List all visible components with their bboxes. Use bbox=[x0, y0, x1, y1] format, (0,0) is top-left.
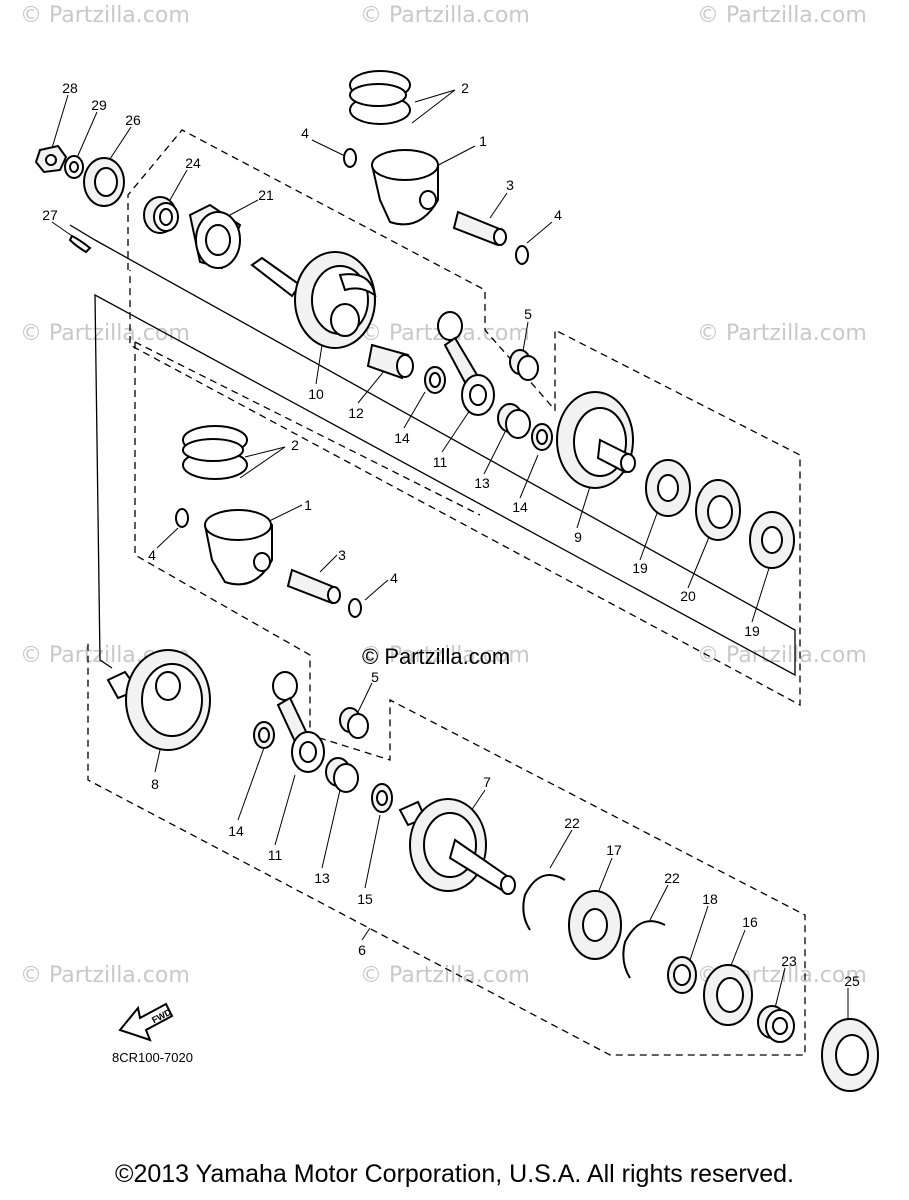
watermark: © Partzilla.com bbox=[697, 643, 867, 668]
callout-label: 9 bbox=[574, 529, 582, 545]
callout-label: 11 bbox=[268, 847, 283, 863]
conrod-11b-icon bbox=[272, 671, 325, 773]
callout-label: 26 bbox=[125, 112, 141, 128]
bearing-16-icon bbox=[703, 964, 753, 1026]
callout-label: 4 bbox=[148, 547, 156, 563]
callout-label: 12 bbox=[348, 405, 364, 421]
callout-label: 13 bbox=[474, 475, 490, 491]
callout-label: 2 bbox=[461, 80, 469, 96]
callout-label: 10 bbox=[308, 386, 324, 402]
clip-4-icon bbox=[343, 148, 529, 265]
bearing-19-icon bbox=[645, 459, 691, 517]
small-bearing-5b-icon bbox=[339, 707, 369, 739]
callout-label: 3 bbox=[338, 547, 346, 563]
piston-rings-2b-icon bbox=[182, 425, 248, 480]
washer-15-icon bbox=[371, 783, 393, 813]
callout-label: 4 bbox=[554, 207, 562, 223]
callout-label: 25 bbox=[844, 973, 860, 989]
callout-label: 5 bbox=[371, 669, 379, 685]
bearing-21-icon bbox=[188, 203, 242, 270]
callout-label: 1 bbox=[479, 133, 487, 149]
oil-seal-25-icon bbox=[821, 1018, 879, 1092]
callout-label: 4 bbox=[390, 570, 398, 586]
watermark: © Partzilla.com bbox=[697, 3, 867, 28]
callout-label: 15 bbox=[357, 891, 373, 907]
watermark: © Partzilla.com bbox=[360, 3, 530, 28]
washer-14-icon bbox=[424, 366, 446, 394]
callout-label: 27 bbox=[42, 207, 58, 223]
piston-1b-icon bbox=[203, 509, 273, 586]
copyright-notice: ©2013 Yamaha Motor Corporation, U.S.A. A… bbox=[115, 1160, 794, 1188]
washer-14c-icon bbox=[253, 721, 275, 749]
washer-29-icon bbox=[64, 155, 84, 179]
crank-7-icon bbox=[398, 798, 516, 895]
bearing-13-icon bbox=[497, 403, 531, 439]
washer-14b-icon bbox=[531, 423, 553, 451]
callout-label: 14 bbox=[394, 430, 410, 446]
clip-4b-icon bbox=[175, 508, 362, 618]
callout-label: 24 bbox=[185, 155, 201, 171]
crank-half-10-icon bbox=[250, 251, 377, 349]
parts: FWD bbox=[34, 70, 879, 1092]
callout-label: 17 bbox=[606, 842, 622, 858]
callout-label: 23 bbox=[781, 953, 797, 969]
bearing-19b-icon bbox=[749, 511, 795, 569]
callout-label: 2 bbox=[291, 437, 299, 453]
collar-24-icon bbox=[143, 196, 179, 234]
callout-label: 6 bbox=[358, 942, 366, 958]
callout-label: 22 bbox=[564, 815, 580, 831]
center-watermark: © Partzilla.com bbox=[362, 644, 510, 669]
crank-9-icon bbox=[556, 391, 636, 489]
callout-label: 4 bbox=[301, 125, 309, 141]
nut-28-icon bbox=[34, 144, 68, 174]
circlip-22-icon bbox=[522, 874, 666, 979]
callout-label: 19 bbox=[632, 560, 648, 576]
small-bearing-5-icon bbox=[509, 349, 539, 381]
callout-label: 29 bbox=[91, 97, 107, 113]
watermark: © Partzilla.com bbox=[697, 321, 867, 346]
piston-pin-3-icon bbox=[452, 210, 507, 247]
callout-label: 21 bbox=[258, 187, 274, 203]
callout-label: 8 bbox=[151, 776, 159, 792]
assembly-outlines bbox=[69, 129, 806, 1056]
callout-label: 19 bbox=[744, 623, 760, 639]
callout-numbers: 28 29 26 24 21 27 2 1 4 3 4 10 12 14 11 … bbox=[42, 80, 860, 989]
watermark: © Partzilla.com bbox=[20, 963, 190, 988]
collar-23-icon bbox=[757, 1005, 795, 1043]
callout-label: 28 bbox=[62, 80, 78, 96]
piston-1-icon bbox=[370, 149, 439, 226]
callout-label: 22 bbox=[664, 870, 680, 886]
callout-label: 20 bbox=[680, 588, 696, 604]
piston-pin-3b-icon bbox=[286, 568, 341, 605]
callout-label: 16 bbox=[742, 914, 758, 930]
bearing-17-icon bbox=[568, 890, 622, 960]
callout-label: 3 bbox=[506, 177, 514, 193]
oil-seal-26-icon bbox=[83, 157, 125, 207]
watermark: © Partzilla.com bbox=[360, 643, 530, 668]
crank-pin-12-icon bbox=[366, 343, 414, 380]
watermark: © Partzilla.com bbox=[360, 963, 530, 988]
callout-label: 14 bbox=[228, 823, 244, 839]
watermark: © Partzilla.com bbox=[20, 3, 190, 28]
washer-18-icon bbox=[667, 956, 697, 994]
diagram-code: 8CR100-7020 bbox=[112, 1050, 193, 1065]
callout-label: 7 bbox=[483, 774, 491, 790]
callout-label: 5 bbox=[524, 306, 532, 322]
key-27-icon bbox=[68, 234, 92, 254]
callout-label: 11 bbox=[433, 454, 448, 470]
callout-label: 1 bbox=[304, 497, 312, 513]
watermark: © Partzilla.com bbox=[20, 321, 190, 346]
piston-rings-2-icon bbox=[349, 70, 411, 125]
callout-label: 14 bbox=[512, 499, 528, 515]
callout-label: 13 bbox=[314, 870, 330, 886]
crank-8-icon bbox=[106, 649, 211, 751]
fwd-arrow-icon: FWD bbox=[118, 1002, 173, 1042]
callout-label: 18 bbox=[702, 891, 718, 907]
seal-20-icon bbox=[695, 479, 741, 541]
bearing-13b-icon bbox=[325, 757, 359, 793]
conrod-11-icon bbox=[437, 311, 495, 416]
